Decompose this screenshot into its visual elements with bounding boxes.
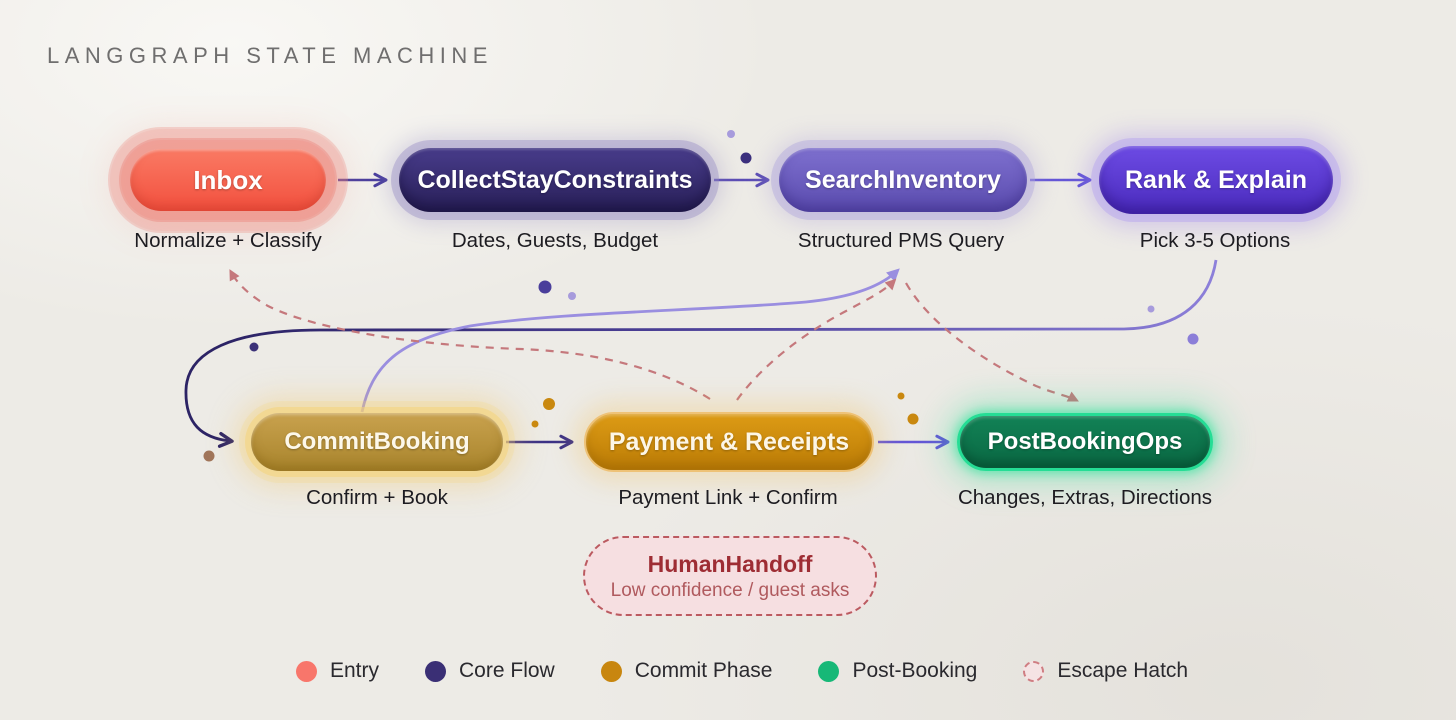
node-human-handoff: HumanHandoff Low confidence / guest asks: [583, 536, 877, 616]
caption-search: Structured PMS Query: [797, 229, 1005, 252]
escape-hatch-color-swatch: [1023, 660, 1045, 682]
caption-collect: Dates, Guests, Budget: [451, 229, 659, 252]
legend-item-entry: Entry: [296, 659, 379, 683]
decorative-dot: [897, 392, 905, 400]
edge-escape-payment-to-search: [736, 278, 897, 401]
decorative-dot: [203, 450, 215, 462]
decorative-dot: [568, 292, 576, 300]
decorative-dot: [249, 342, 259, 352]
node-postops-label: PostBookingOps: [987, 428, 1183, 455]
decorative-dot: [1147, 305, 1155, 313]
page-title: LANGGRAPH STATE MACHINE: [47, 43, 493, 68]
legend-label: Entry: [330, 659, 380, 682]
legend: Entry Core Flow Commit Phase Post-Bookin…: [296, 659, 1188, 683]
decorative-dot: [543, 398, 555, 410]
node-collect-stay-constraints: CollectStayConstraints: [399, 148, 711, 212]
caption-inbox: Normalize + Classify: [134, 229, 322, 252]
caption-commit: Confirm + Book: [306, 486, 448, 509]
decorative-dot: [907, 413, 919, 425]
legend-item-commit-phase: Commit Phase: [600, 659, 773, 683]
caption-postops: Changes, Extras, Directions: [957, 486, 1213, 509]
node-rank-explain: Rank & Explain: [1099, 146, 1333, 214]
decorative-dot: [740, 152, 752, 164]
node-commit-label: CommitBooking: [284, 428, 470, 455]
core-flow-color-swatch: [425, 660, 447, 682]
node-payment-label: Payment & Receipts: [608, 427, 850, 456]
node-commit-booking: CommitBooking: [251, 413, 503, 471]
post-booking-color-swatch: [818, 660, 840, 682]
node-inbox: Inbox: [130, 149, 326, 211]
legend-label: Core Flow: [459, 659, 555, 682]
edge-rank-to-commit: [184, 259, 1218, 448]
caption-payment: Payment Link + Confirm: [618, 486, 838, 509]
node-search-inventory: SearchInventory: [779, 148, 1027, 212]
node-rank-label: Rank & Explain: [1125, 165, 1307, 194]
node-inbox-label: Inbox: [193, 164, 263, 195]
node-payment-receipts: Payment & Receipts: [584, 412, 874, 472]
legend-item-core-flow: Core Flow: [425, 659, 555, 683]
node-search-label: SearchInventory: [805, 165, 1001, 194]
decorative-dot: [538, 280, 552, 294]
node-handoff-label: HumanHandoff: [647, 550, 813, 577]
commit-phase-color-swatch: [600, 660, 622, 682]
legend-label: Escape Hatch: [1057, 659, 1189, 682]
entry-color-swatch: [296, 660, 317, 682]
decorative-dot: [727, 130, 735, 138]
node-collect-label: CollectStayConstraints: [417, 165, 693, 194]
caption-rank: Pick 3-5 Options: [1139, 229, 1291, 252]
legend-label: Commit Phase: [634, 659, 773, 682]
edge-commit-loop-to-search: [360, 268, 900, 413]
node-handoff-caption: Low confidence / guest asks: [610, 579, 850, 601]
legend-item-escape-hatch: Escape Hatch: [1023, 659, 1188, 683]
legend-label: Post-Booking: [852, 659, 978, 682]
decorative-dot: [1187, 333, 1199, 345]
node-post-booking-ops: PostBookingOps: [957, 413, 1213, 471]
edge-escape-search-to-postops: [905, 282, 1079, 402]
edge-escape-payment-to-inbox: [229, 269, 711, 400]
decorative-dot: [531, 420, 539, 428]
legend-item-post-booking: Post-Booking: [818, 659, 977, 683]
